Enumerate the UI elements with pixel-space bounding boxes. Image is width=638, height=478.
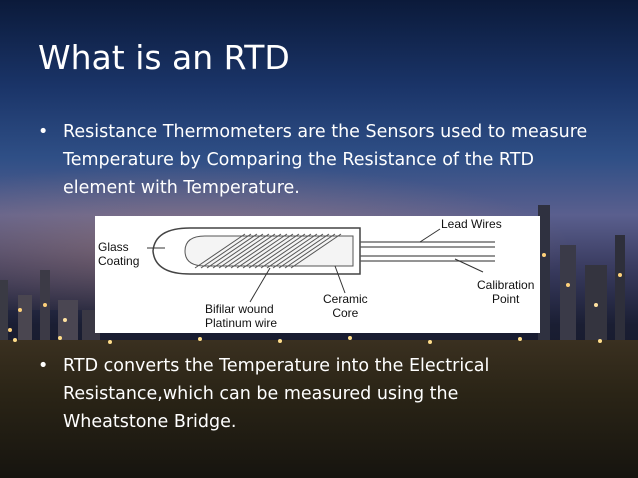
calibration-point-label: Calibration Point: [477, 278, 535, 306]
plant-lights: [13, 336, 602, 344]
lead-wires-label: Lead Wires: [441, 217, 502, 231]
bullet-item: • RTD converts the Temperature into the …: [38, 352, 558, 436]
ground: [0, 340, 638, 478]
refinery-right-silhouette: [538, 205, 625, 350]
ceramic-core-label: Ceramic Core: [323, 292, 368, 320]
glass-coating-label: Glass Coating: [98, 240, 140, 268]
bullet-symbol: •: [38, 122, 49, 142]
bullet-item: • Resistance Thermometers are the Sensor…: [38, 118, 598, 202]
bullet-text: RTD converts the Temperature into the El…: [63, 356, 490, 432]
rtd-diagram: Glass Coating Lead Wires Calibration Poi…: [95, 216, 540, 333]
bullet-text: Resistance Thermometers are the Sensors …: [63, 122, 588, 198]
slide-title: What is an RTD: [38, 38, 290, 77]
bullet-symbol: •: [38, 356, 49, 376]
bifilar-wound-label: Bifilar wound Platinum wire: [205, 302, 278, 330]
rtd-drawing: [147, 227, 495, 303]
